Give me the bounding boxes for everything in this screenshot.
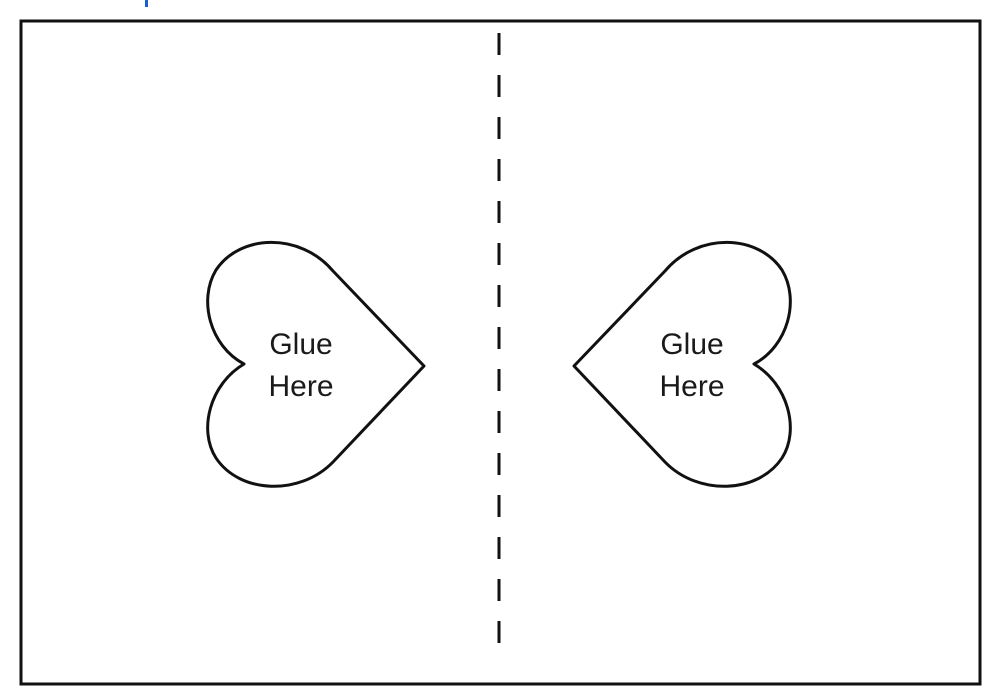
left-heart: Glue Here bbox=[206, 241, 426, 488]
left-heart-label-line1: Glue bbox=[269, 328, 332, 361]
right-heart-label-line2: Here bbox=[659, 370, 724, 403]
right-heart-label-line1: Glue bbox=[660, 328, 723, 361]
right-heart: Glue Here bbox=[572, 241, 792, 488]
top-edge-fragment bbox=[145, 0, 148, 7]
right-heart-shape bbox=[572, 241, 792, 488]
left-heart-shape bbox=[206, 241, 426, 488]
left-heart-label-line2: Here bbox=[268, 370, 333, 403]
